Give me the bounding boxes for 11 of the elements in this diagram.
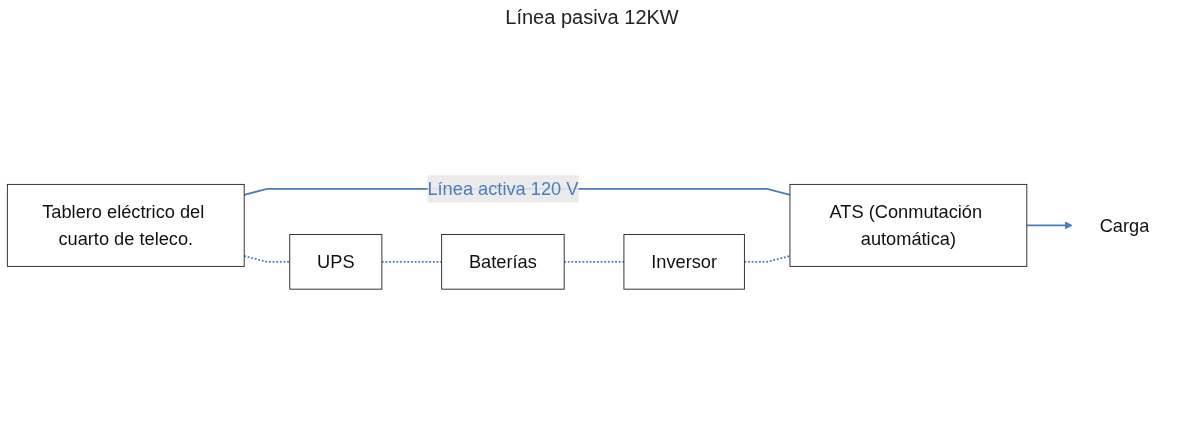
arrow [1025,221,1073,230]
node-box: UPS [289,234,383,290]
node-box: Tablero eléctrico del cuarto de teleco. [6,184,245,268]
node-box: Baterías [441,234,565,290]
edge-label: Línea activa 120 V [427,179,579,200]
node-text: Carga [1099,215,1150,236]
node-box: ATS (Conmutación automática) [789,184,1028,268]
connector [743,255,791,263]
line-label: Línea pasiva 12KW [505,6,679,28]
connector [243,255,291,263]
node-box: Inversor [623,234,745,290]
